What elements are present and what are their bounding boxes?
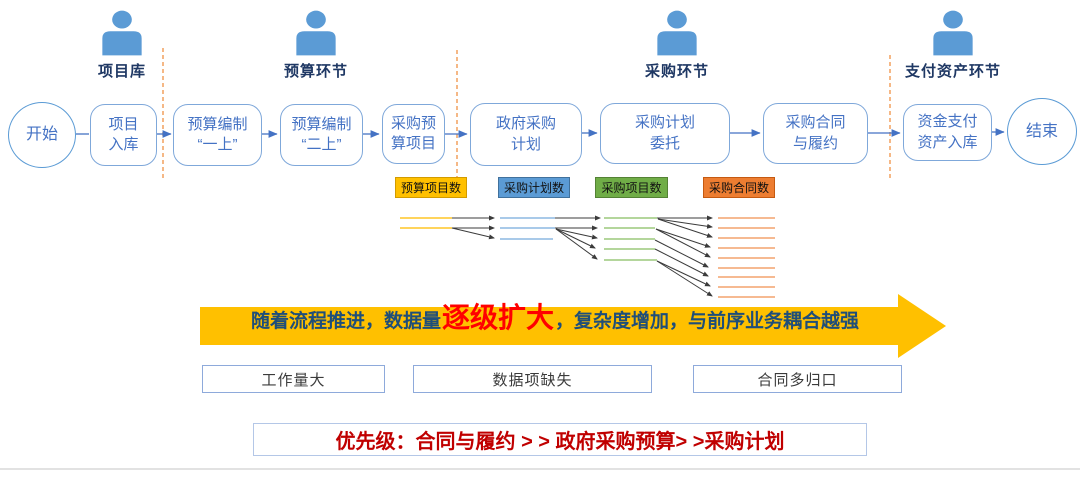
- node-plan-delegation: 采购计划 委托: [600, 103, 730, 164]
- issue-box-multi-owner-contract: 合同多归口: [693, 365, 902, 393]
- end-node: 结束: [1007, 98, 1077, 165]
- lane-procurement-stage: 采购环节: [602, 9, 752, 81]
- person-icon: [102, 10, 142, 56]
- banner-message: 随着流程推进，数据量 逐级扩大 ，复杂度增加，与前序业务耦合越强: [205, 296, 905, 354]
- person-icon: [933, 10, 973, 56]
- banner-arrow-shape: [200, 294, 946, 358]
- banner-text-pre: 随着流程推进，数据量: [250, 311, 441, 332]
- fan-expansion-arrows: [451, 215, 713, 297]
- tag-procurement-plan-count: 采购计划数: [498, 177, 570, 198]
- node-contract-performance: 采购合同 与履约: [763, 103, 868, 164]
- banner-text-highlight: 逐级扩大: [441, 302, 554, 333]
- lane-label: 支付资产环节: [904, 63, 1001, 80]
- priority-statement: 优先级：合同与履约 > > 政府采购预算> >采购计划: [253, 423, 867, 456]
- issue-box-heavy-workload: 工作量大: [202, 365, 385, 393]
- node-budget-draft-2: 预算编制 “二上”: [280, 104, 363, 166]
- node-budget-draft-1: 预算编制 “一上”: [173, 104, 262, 166]
- lane-label: 采购环节: [644, 63, 709, 80]
- lane-label: 项目库: [97, 63, 146, 80]
- lane-budget-stage: 预算环节: [241, 9, 391, 81]
- fan-plan-lines: [500, 217, 555, 240]
- fan-contract-lines: [718, 217, 775, 298]
- node-gov-procurement-plan: 政府采购 计划: [470, 103, 582, 166]
- start-node: 开始: [8, 102, 76, 168]
- tag-budget-item-count: 预算项目数: [395, 177, 467, 198]
- person-icon: [296, 10, 336, 56]
- person-icon: [657, 10, 697, 56]
- flow-connector-arrows: [76, 128, 1005, 138]
- tag-procurement-project-count: 采购项目数: [595, 177, 668, 198]
- banner-text-post: ，复杂度增加，与前序业务耦合越强: [555, 311, 860, 332]
- node-project-intake: 项目 入库: [90, 104, 157, 166]
- lane-payment-asset-stage: 支付资产环节: [878, 9, 1028, 81]
- tag-procurement-contract-count: 采购合同数: [703, 177, 775, 198]
- fan-budget-lines: [400, 217, 452, 229]
- lane-label: 预算环节: [283, 63, 348, 80]
- lane-project-library: 项目库: [47, 9, 197, 81]
- node-fund-payment-asset: 资金支付 资产入库: [903, 104, 992, 161]
- node-procurement-budget-item: 采购预 算项目: [382, 104, 445, 164]
- lane-divider-lines: [162, 48, 891, 188]
- fan-project-lines: [604, 217, 657, 261]
- issue-box-missing-data: 数据项缺失: [413, 365, 652, 393]
